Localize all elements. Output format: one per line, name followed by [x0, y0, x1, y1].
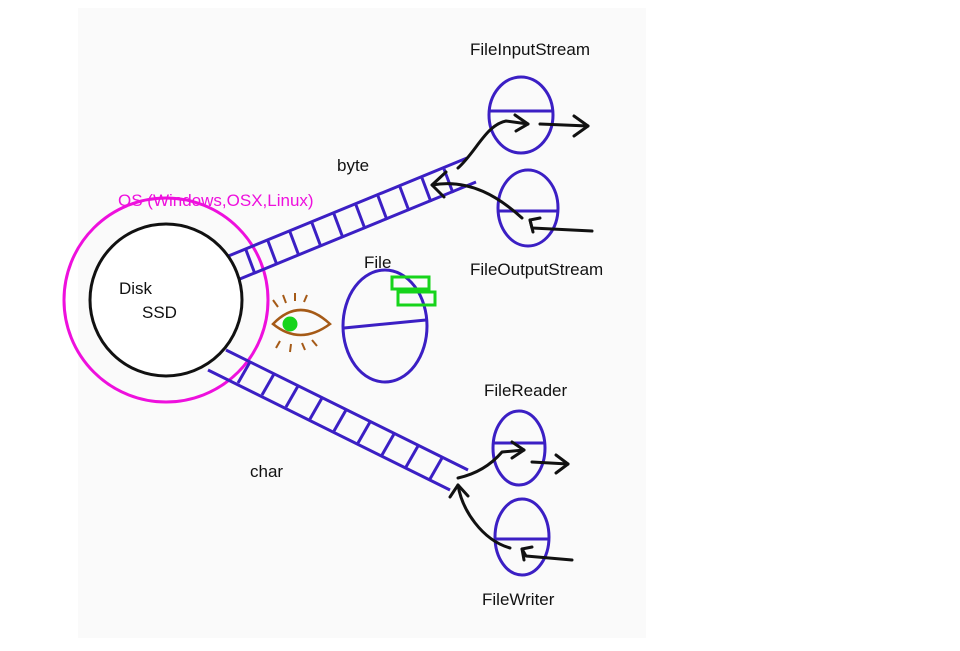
file-writer-node — [493, 497, 551, 577]
file-writer-label: FileWriter — [482, 590, 555, 609]
file-input-stream-label: FileInputStream — [470, 40, 590, 59]
read-arrow-icon — [456, 113, 530, 170]
write-arrow-icon — [430, 170, 524, 220]
os-ring — [62, 196, 270, 404]
char-label: char — [250, 462, 283, 481]
char-output-arrow-icon — [530, 453, 570, 475]
char-ladder — [207, 348, 469, 492]
output-arrow-icon — [538, 114, 590, 138]
file-node — [341, 268, 437, 384]
file-label: File — [364, 253, 391, 272]
eye-icon — [271, 293, 332, 353]
file-input-stream-node — [487, 75, 555, 155]
disk-circle — [88, 222, 244, 378]
char-read-arrow-icon — [456, 440, 526, 480]
byte-label: byte — [337, 156, 369, 175]
input-arrow-icon — [528, 216, 594, 234]
file-output-stream-label: FileOutputStream — [470, 260, 603, 279]
file-marker-bottom — [396, 290, 437, 307]
file-reader-node — [491, 409, 547, 487]
file-marker-top — [390, 275, 431, 291]
byte-ladder — [225, 156, 477, 283]
char-write-arrow-icon — [448, 483, 512, 550]
os-label: OS (Windows,OSX,Linux) — [118, 191, 314, 210]
ssd-label: SSD — [142, 303, 177, 322]
char-input-arrow-icon — [520, 545, 574, 562]
file-reader-label: FileReader — [484, 381, 567, 400]
file-output-stream-node — [496, 168, 560, 248]
disk-label: Disk — [119, 279, 153, 298]
